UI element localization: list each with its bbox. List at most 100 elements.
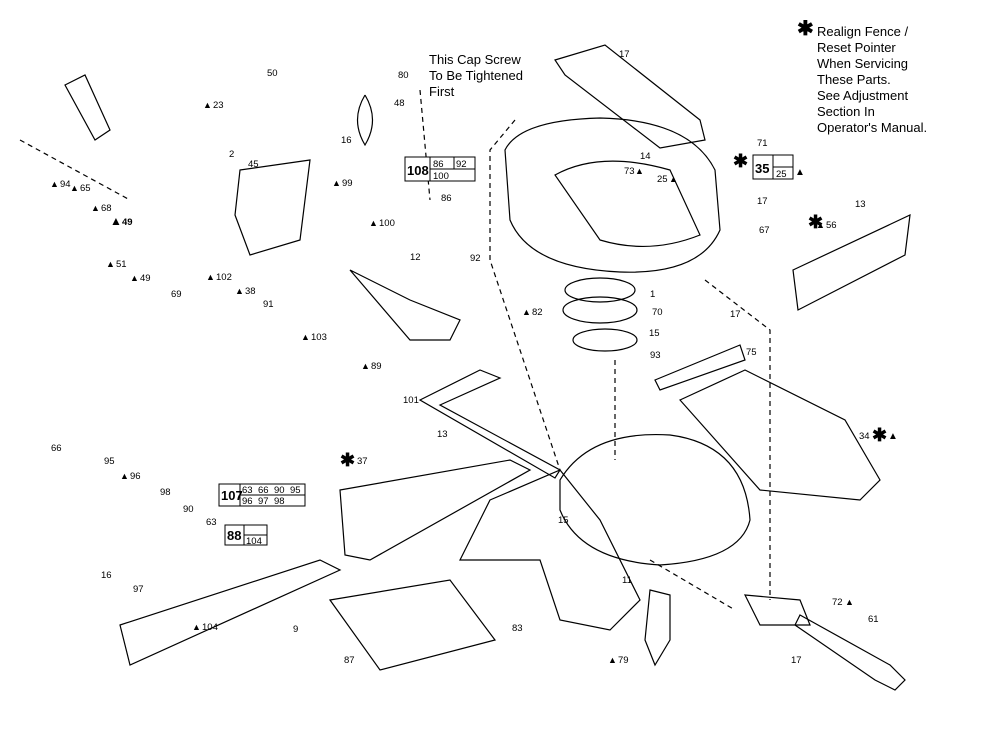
triangle-icon: ▲	[669, 174, 678, 184]
callout-99: 99	[342, 178, 353, 189]
callout-91: 91	[263, 299, 274, 310]
triangle-icon: ▲	[888, 431, 898, 442]
callout-89: 89	[371, 361, 382, 372]
adjuster	[644, 589, 671, 667]
kit-108-part: 92	[456, 159, 467, 170]
callout-100: 100	[379, 218, 395, 229]
callout-63: 63	[206, 517, 217, 528]
kit-88-id: 88	[227, 528, 241, 543]
triangle-icon: ▲	[332, 178, 341, 188]
callout-17: 17	[757, 196, 768, 207]
arm-bracket	[234, 159, 311, 256]
callout-103: 103	[311, 332, 327, 343]
callout-94: 94	[60, 179, 71, 190]
triangle-icon: ▲	[361, 361, 370, 371]
callout-50: 50	[267, 68, 278, 79]
callout-92: 92	[470, 253, 481, 264]
note-line: See Adjustment	[817, 88, 909, 103]
note-line: Realign Fence /	[817, 24, 909, 39]
lock-lever	[743, 594, 811, 626]
callout-51: 51	[116, 259, 127, 270]
callout-23: 23	[213, 100, 224, 111]
handle	[794, 614, 906, 691]
callout-68: 68	[101, 203, 112, 214]
callout-34: 34	[859, 431, 870, 442]
callout-11: 11	[622, 575, 632, 586]
spring	[356, 94, 374, 147]
callout-79: 79	[618, 655, 629, 666]
callout-71: 71	[757, 138, 768, 149]
kit-108-part: 100	[433, 171, 449, 182]
callout-61: 61	[868, 614, 879, 625]
note-line: When Servicing	[817, 56, 909, 71]
base-turntable	[559, 433, 751, 566]
kit-35-part: 25	[776, 169, 787, 180]
callout-87: 87	[344, 655, 355, 666]
callout-70: 70	[652, 307, 663, 318]
callout-37: 37	[357, 456, 368, 467]
kit-35-box: 35 25	[752, 154, 794, 180]
callout-72: 72	[832, 597, 843, 608]
kit-88-part: 104	[246, 536, 262, 547]
callout-101: 101	[403, 395, 419, 406]
callout-15: 15	[649, 328, 660, 339]
callout-82: 82	[532, 307, 543, 318]
note-line: This Cap Screw	[429, 52, 521, 67]
triangle-icon: ▲	[816, 220, 825, 230]
fence-left	[119, 559, 342, 666]
note-line: These Parts.	[817, 72, 891, 87]
asterisk-icon: ✱	[797, 18, 814, 40]
asterisk-marker: ✱	[340, 450, 355, 470]
kit-107-part: 90	[274, 485, 285, 496]
triangle-icon: ▲	[91, 203, 100, 213]
triangle-icon: ▲	[50, 179, 59, 189]
pivot-shaft	[349, 269, 461, 341]
callout-16: 16	[101, 570, 112, 581]
base-plate	[328, 579, 497, 671]
callout-75: 75	[746, 347, 757, 358]
callout-73: 73	[624, 166, 635, 177]
kit-107-part: 66	[258, 485, 269, 496]
callout-69: 69	[171, 289, 182, 300]
spring-rod-loop	[418, 369, 561, 479]
triangle-icon: ▲	[70, 183, 79, 193]
asterisk-marker: ✱	[733, 151, 748, 171]
callout-102: 102	[216, 272, 232, 283]
callout-67: 67	[759, 225, 770, 236]
callout-17: 17	[730, 309, 741, 320]
note-line: Section In	[817, 104, 875, 119]
bearing-ring-upper	[564, 277, 636, 303]
callout-56: 56	[826, 220, 837, 231]
lever-knob	[64, 74, 111, 141]
fence-right	[339, 459, 532, 561]
triangle-icon: ▲	[192, 622, 201, 632]
callout-104: 104	[202, 622, 218, 633]
note-line: Operator's Manual.	[817, 120, 928, 135]
triangle-icon: ▲	[522, 307, 531, 317]
note-line: Reset Pointer	[817, 40, 896, 55]
triangle-icon: ▲	[635, 166, 644, 176]
callout-98: 98	[160, 487, 171, 498]
callout-95: 95	[104, 456, 115, 467]
callout-17: 17	[619, 49, 630, 60]
triangle-icon: ▲	[203, 100, 212, 110]
triangle-icon: ▲	[235, 286, 244, 296]
callout-25: 25	[657, 174, 668, 185]
callout-90: 90	[183, 504, 194, 515]
callout-1: 1	[650, 289, 655, 300]
note-line: First	[429, 84, 455, 99]
callout-83: 83	[512, 623, 523, 634]
triangle-icon: ▲	[206, 272, 215, 282]
cap-screw-note: This Cap Screw To Be Tightened First	[429, 52, 523, 100]
callout-13: 13	[437, 429, 448, 440]
note-line: To Be Tightened	[429, 68, 523, 83]
callout-45: 45	[248, 159, 259, 170]
kit-108-box: 108 86 92 100	[404, 156, 476, 182]
kit-35-id: 35	[755, 161, 769, 176]
triangle-icon: ▲	[130, 273, 139, 283]
upper-cover-plate	[554, 44, 706, 149]
triangle-icon: ▲	[106, 259, 115, 269]
kit-107-part: 97	[258, 496, 269, 507]
kit-108-part: 86	[433, 159, 444, 170]
